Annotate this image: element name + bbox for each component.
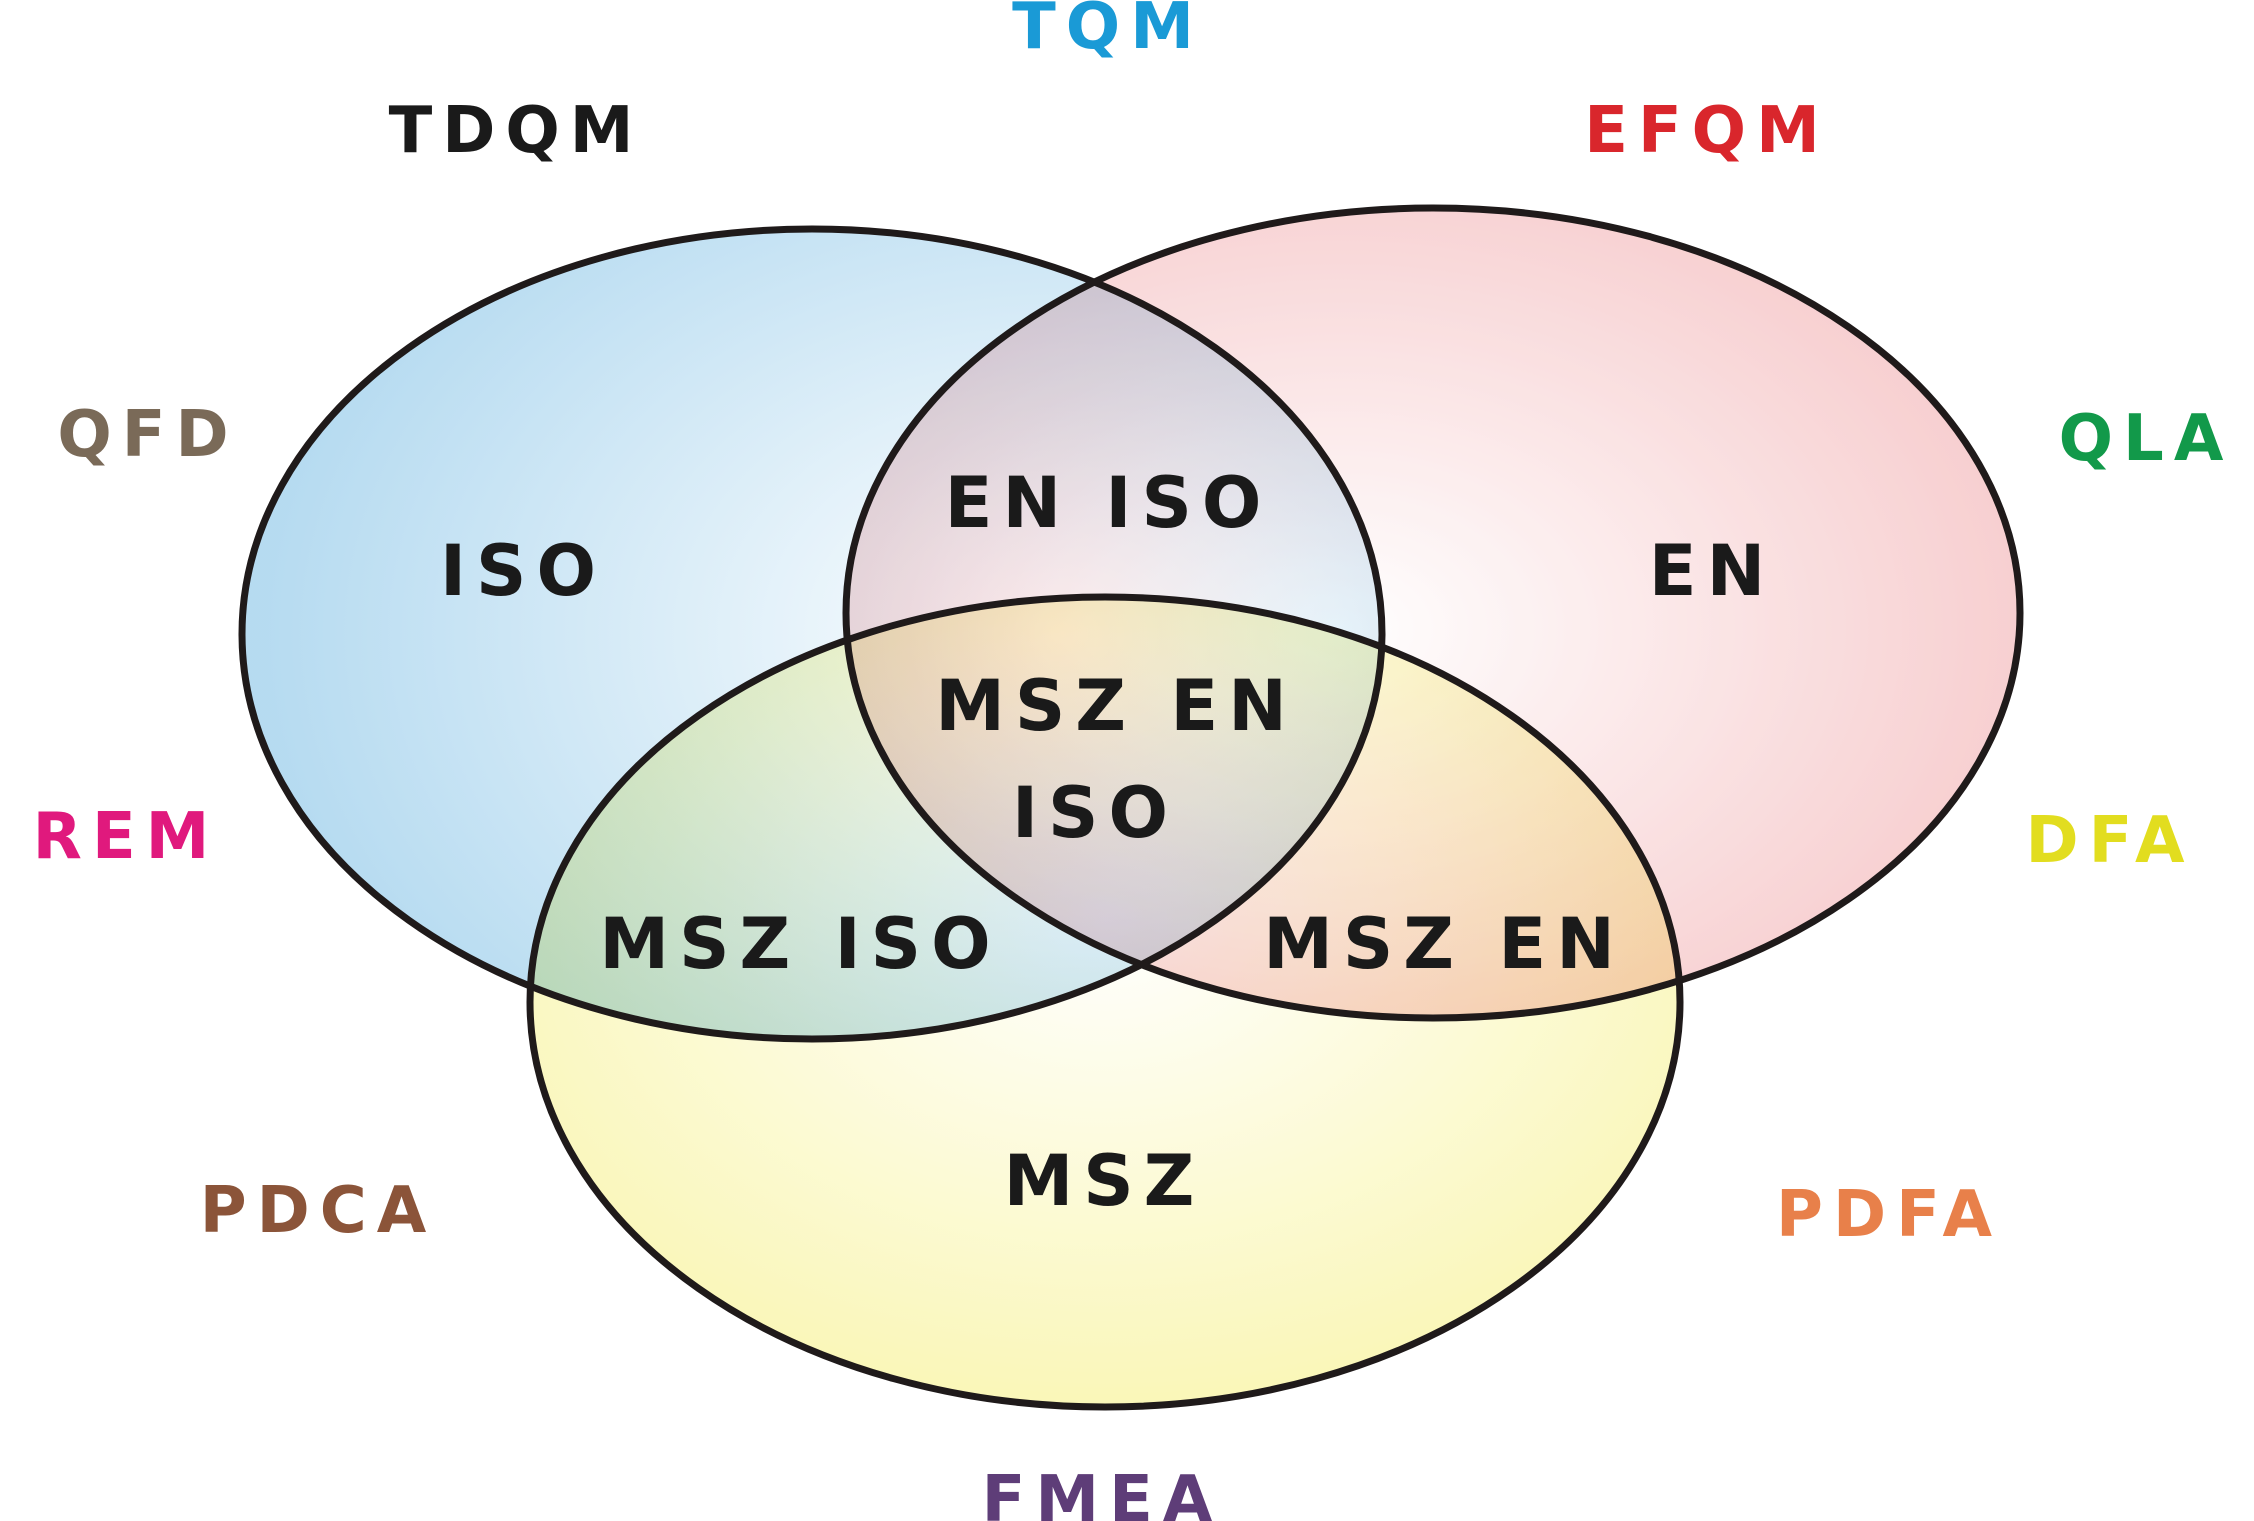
msz-only-label: MSZ	[1004, 1140, 1205, 1222]
msz-set-fill	[530, 597, 1680, 1407]
rem-label: REM	[33, 800, 220, 874]
tqm-label: TQM	[1012, 0, 1204, 64]
en-set-outline	[842, 204, 2024, 1022]
all-sets-intersection-label-line1: MSZ EN	[935, 665, 1297, 747]
iso-only-label: ISO	[440, 530, 606, 612]
iso-msz-intersection-label: MSZ ISO	[599, 903, 1000, 985]
en-msz-intersection-label: MSZ EN	[1263, 903, 1625, 985]
dfa-label: DFA	[2025, 804, 2194, 878]
pdfa-label: PDFA	[1776, 1178, 2002, 1252]
qfd-label: QFD	[57, 398, 238, 472]
fmea-label: FMEA	[982, 1463, 1223, 1521]
iso-en-intersection-label: EN ISO	[945, 462, 1272, 544]
en-only-label: EN	[1649, 530, 1775, 612]
qla-label: QLA	[2059, 402, 2234, 476]
efqm-label: EFQM	[1584, 94, 1830, 168]
msz-set-outline	[526, 593, 1684, 1411]
iso-set-outline	[238, 225, 1386, 1043]
tdqm-label: TDQM	[389, 94, 644, 168]
all-sets-intersection-label-line2: ISO	[1012, 772, 1178, 854]
pdca-label: PDCA	[200, 1174, 437, 1248]
